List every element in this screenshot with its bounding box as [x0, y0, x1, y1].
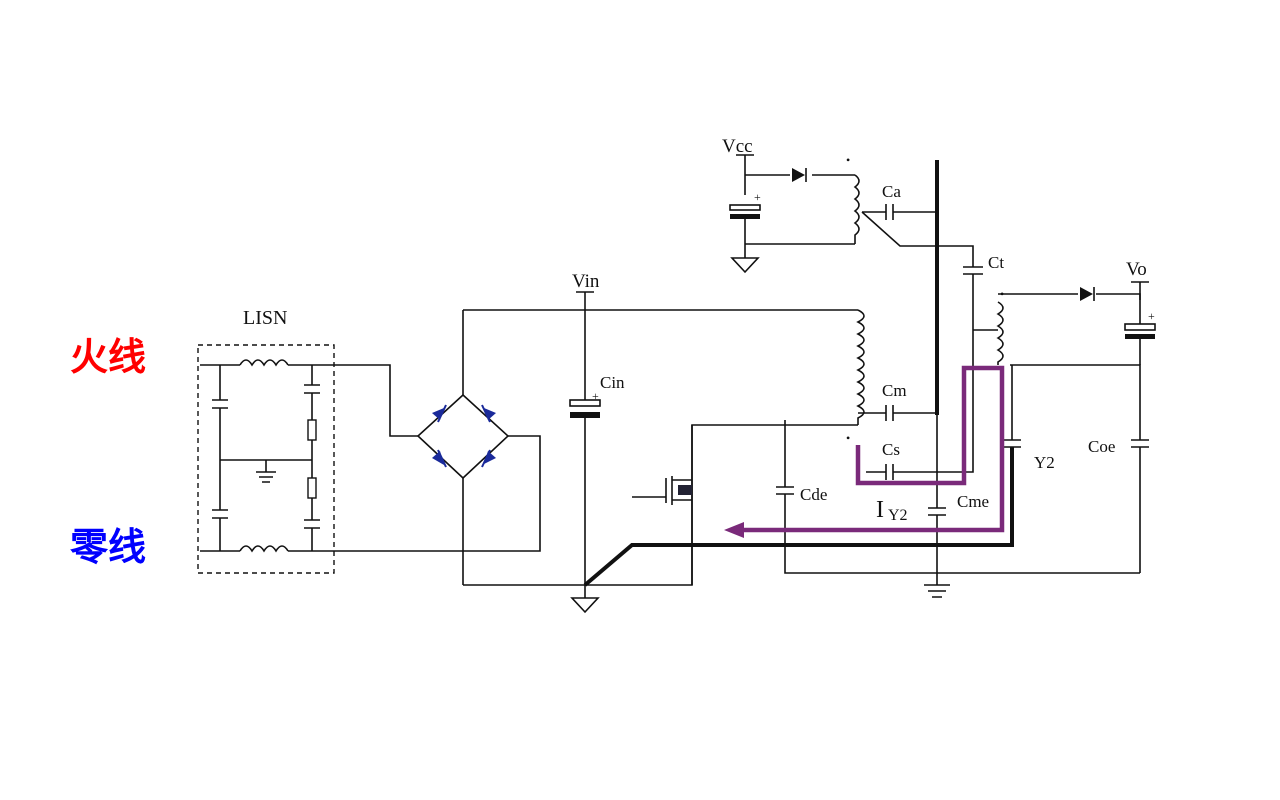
cin-label: Cin — [600, 373, 625, 392]
svg-text:+: + — [1148, 309, 1155, 323]
svg-text:+: + — [592, 389, 599, 403]
lisn-resistor-bottom — [307, 477, 317, 499]
y2-return-path — [583, 447, 1014, 587]
vcc-diode-icon — [792, 168, 805, 182]
aux-winding — [853, 174, 860, 244]
vcc-auxiliary: Vcc + • Ca — [722, 136, 974, 274]
live-line-label: 火线 — [70, 335, 146, 379]
lisn-block: LISN — [197, 307, 541, 574]
lisn-ground-icon — [256, 471, 276, 483]
vo-label: Vo — [1126, 259, 1147, 280]
svg-text:•: • — [846, 153, 850, 167]
y2-label: Y2 — [1034, 453, 1055, 472]
bridge-rectifier — [416, 310, 510, 585]
iy2-label: I — [876, 497, 884, 523]
vin-label: Vin — [572, 271, 600, 292]
secondary-winding — [996, 301, 1004, 365]
lisn-inductor-bottom — [239, 545, 289, 553]
lisn-dashed-box — [197, 344, 335, 574]
mosfet-switch — [632, 425, 693, 585]
output-diode-icon — [1080, 287, 1093, 301]
cme-label: Cme — [957, 492, 989, 511]
ct-label: Ct — [988, 253, 1004, 272]
earth-ground-icon — [924, 584, 950, 598]
cm-label: Cm — [882, 381, 907, 400]
primary-winding — [856, 309, 865, 425]
neutral-line-label: 零线 — [70, 525, 146, 569]
input-ground-icon — [570, 597, 600, 614]
iy2-subscript: Y2 — [888, 507, 908, 524]
coe-label: Coe — [1088, 437, 1115, 456]
svg-text:+: + — [754, 190, 761, 204]
svg-text:•: • — [846, 431, 850, 445]
lisn-resistor-top — [307, 419, 317, 441]
lisn-label: LISN — [243, 307, 287, 329]
ca-label: Ca — [882, 182, 901, 201]
iy2-current-path — [740, 365, 1005, 533]
vcc-label: Vcc — [722, 136, 753, 157]
vcc-ground-icon — [730, 257, 760, 274]
cs-label: Cs — [882, 440, 900, 459]
cin-capacitor: + — [569, 389, 601, 418]
cde-label: Cde — [800, 485, 827, 504]
current-arrow-icon — [724, 522, 744, 538]
lisn-inductor-top — [239, 359, 289, 367]
